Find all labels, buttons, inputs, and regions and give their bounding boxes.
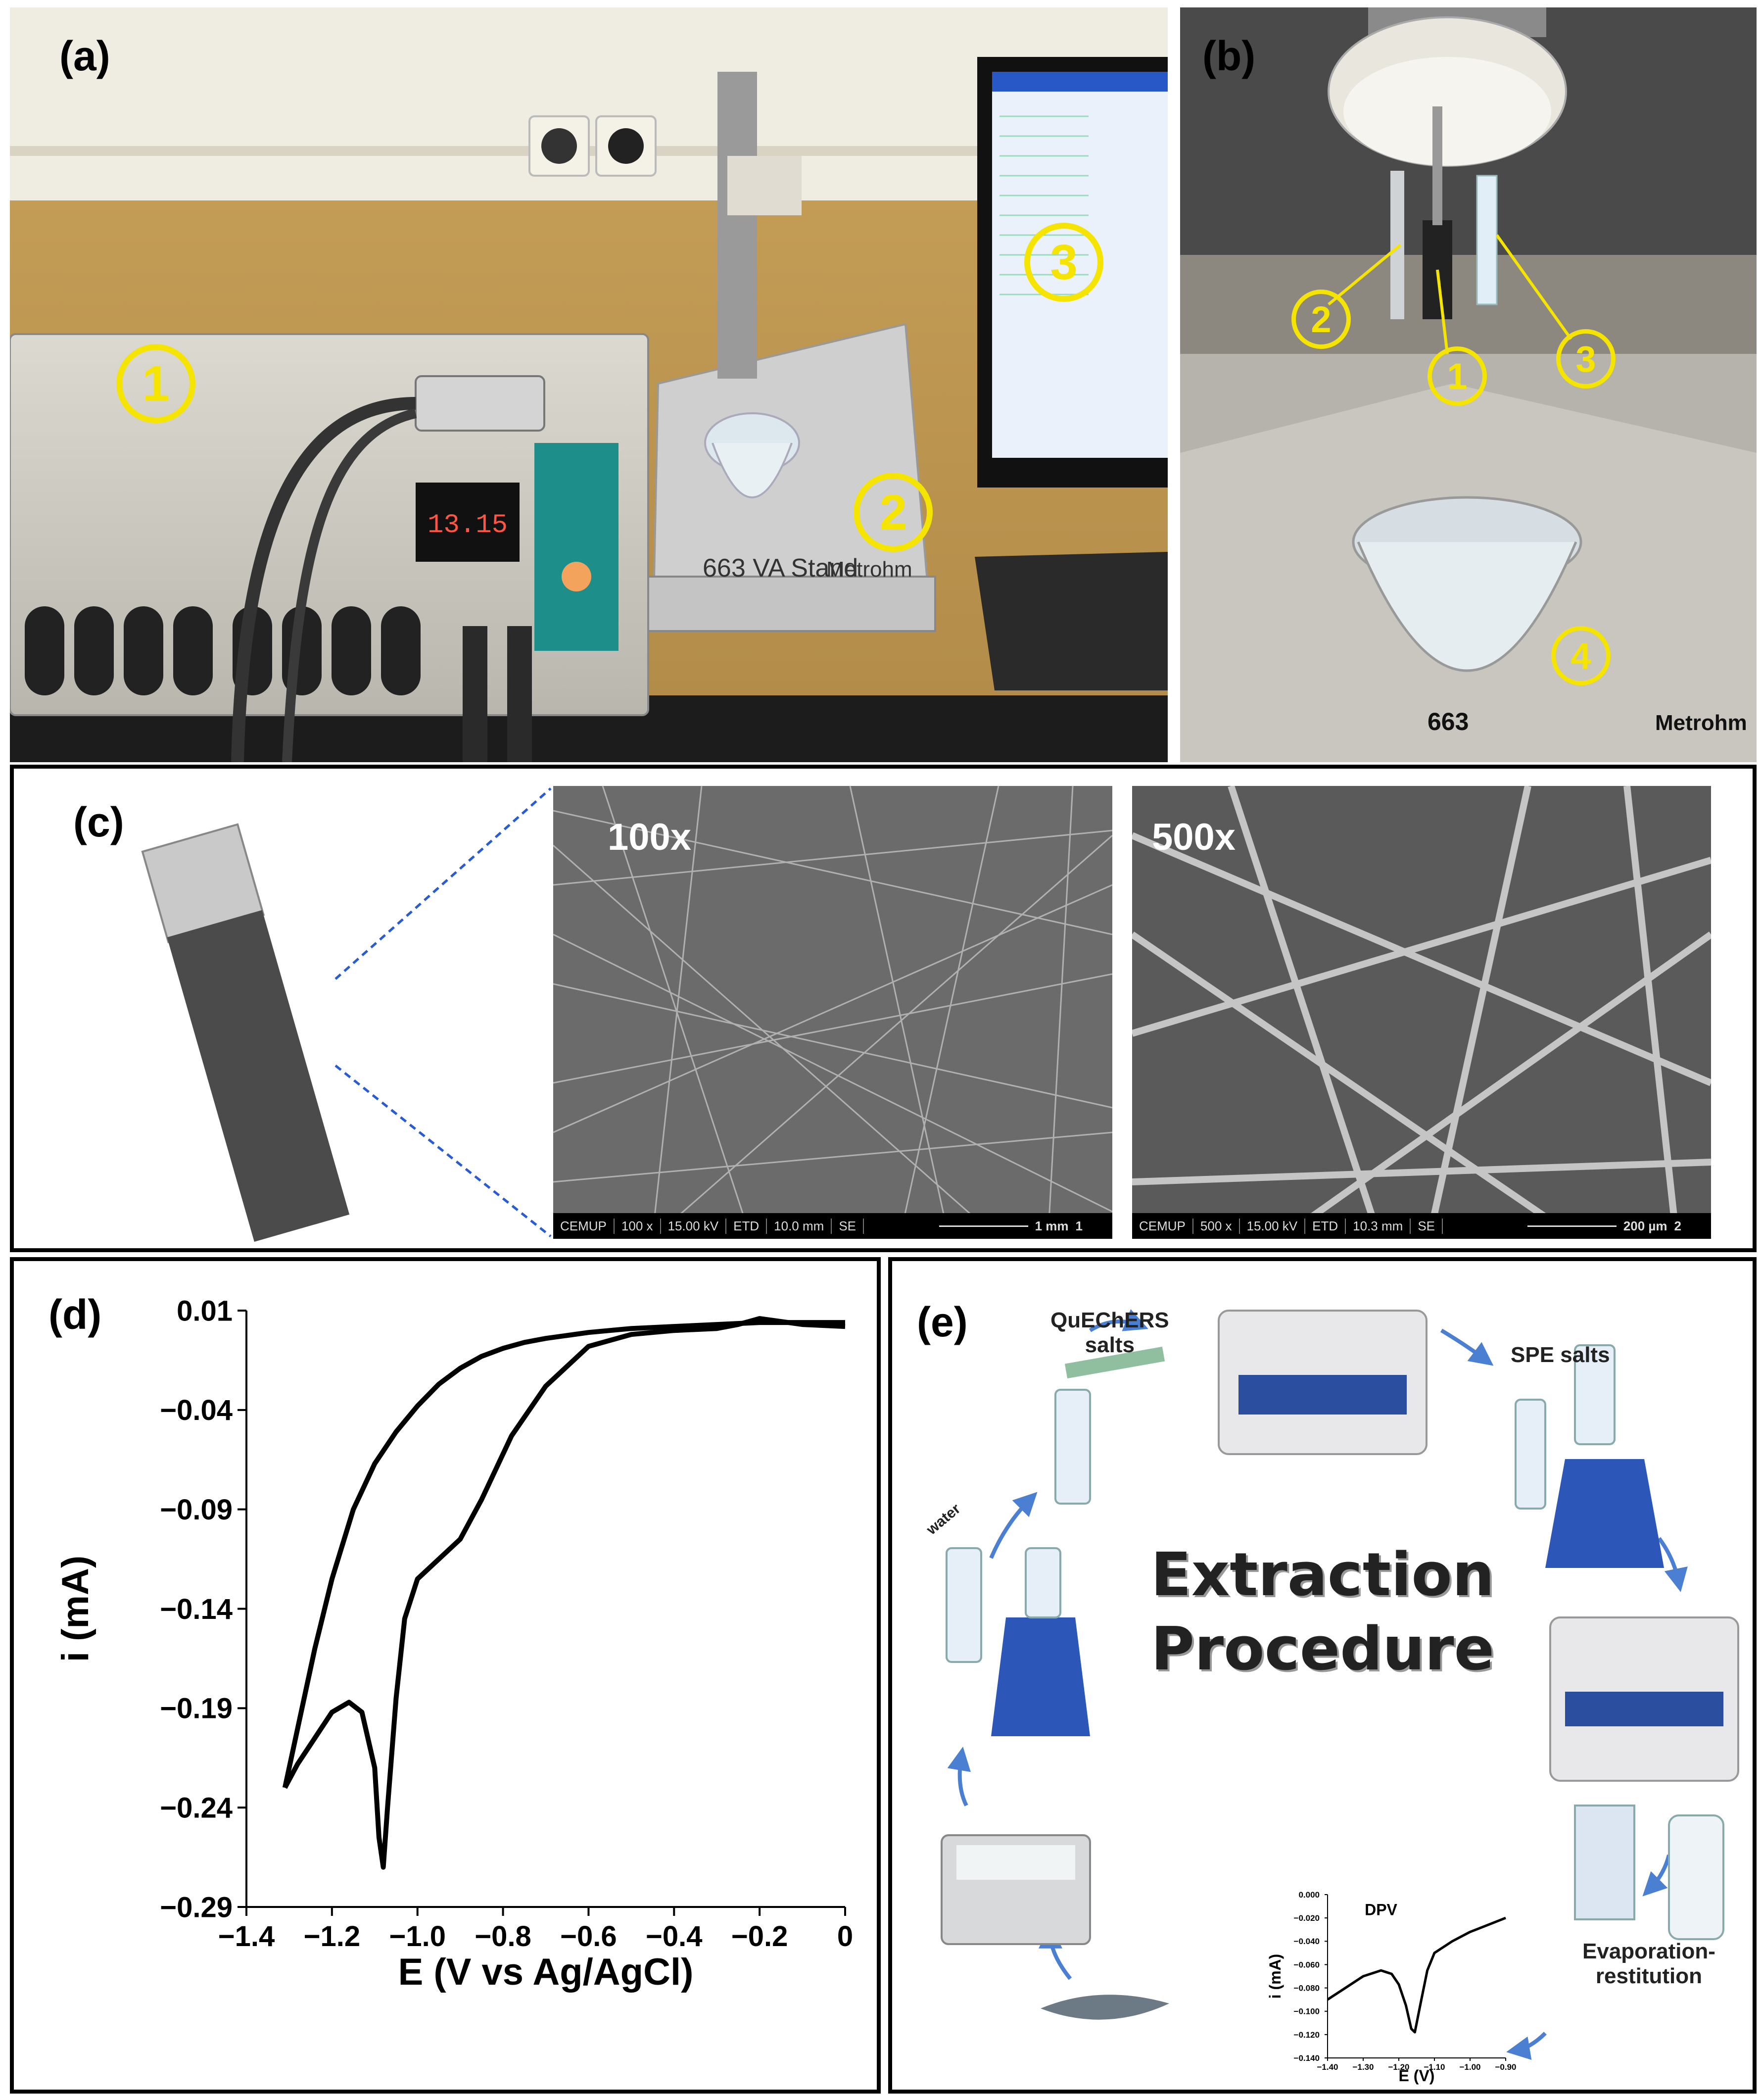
series-line [282, 1320, 845, 1789]
brand-label-b: Metrohm [1655, 711, 1747, 735]
y-tick-label: −0.040 [1294, 1937, 1320, 1946]
panel-a-photo: 13.15 663 VA Stand Metrohm [10, 7, 1168, 762]
stand-number: 663 [1428, 708, 1469, 735]
x-axis-label: E (V) [1399, 2067, 1435, 2085]
databar-item: CEMUP [553, 1218, 615, 1234]
x-axis-label: E (V vs Ag/AgCl) [398, 1951, 694, 1993]
spe-salts-label: SPE salts [1511, 1343, 1610, 1367]
panel-c: (c) 100x CEMUP 100 x 15.00 kV [10, 765, 1757, 1252]
callout-b-4: 4 [1551, 626, 1611, 685]
mag-label-500x: 500x [1152, 816, 1236, 858]
y-tick-label: 0.000 [1298, 1890, 1320, 1900]
callout-2: 2 [854, 473, 933, 552]
y-tick-label: −0.19 [160, 1693, 233, 1725]
x-tick-label: −1.10 [1424, 2062, 1445, 2072]
mag-label-100x: 100x [608, 816, 692, 858]
electrode-strip-illustration [141, 787, 552, 1242]
y-tick-label: −0.020 [1294, 1913, 1320, 1923]
x-tick-label: −0.2 [731, 1920, 788, 1953]
x-tick-label: −0.8 [475, 1920, 531, 1953]
scale-label: 1 mm [1035, 1218, 1069, 1233]
series-line [1327, 1916, 1506, 2034]
extraction-procedure-illustration: 0.000 −0.020 −0.040 −0.060 −0.080 −0.100 −0.12… [941, 1309, 1739, 2085]
y-tick-label: −0.14 [160, 1593, 233, 1625]
chart-title: DPV [1365, 1901, 1397, 1919]
callout-1: 1 [116, 344, 195, 423]
panel-d: (d) 0.01−0.04−0.09−0.14−0.19−0.24−0.29−1… [10, 1257, 881, 2094]
x-tick-label: −1.20 [1388, 2062, 1409, 2072]
title-line-1: Extraction [1150, 1541, 1495, 1610]
display-readout: 13.15 [428, 510, 508, 540]
series-line [283, 1316, 846, 1870]
y-tick-label: −0.120 [1294, 2030, 1320, 2040]
sem-image-100x: 100x CEMUP 100 x 15.00 kV ETD 10.0 mm SE… [553, 786, 1112, 1239]
image-index: 1 [1075, 1218, 1083, 1233]
panel-b-photo: 663 Metrohm 2 1 3 4 (b) [1180, 7, 1757, 762]
lab-setup-illustration: 13.15 663 VA Stand Metrohm [10, 7, 1168, 762]
callout-b-2: 2 [1291, 290, 1351, 349]
y-axis-label: i (mA) [1266, 1954, 1284, 1999]
panel-c-label: (c) [73, 799, 124, 845]
quechers-salts-label: QuEChERS salts [1050, 1308, 1169, 1357]
y-tick-label: −0.09 [160, 1494, 233, 1526]
databar-item: 10.3 mm [1346, 1218, 1411, 1234]
y-axis-label: i (mA) [54, 1556, 96, 1662]
x-tick-label: −1.2 [304, 1920, 361, 1953]
x-tick-label: −1.00 [1459, 2062, 1480, 2072]
x-tick-label: −0.4 [646, 1920, 703, 1953]
panel-e-label: (e) [917, 1299, 968, 1345]
y-tick-label: −0.24 [160, 1792, 233, 1824]
y-tick-label: −0.140 [1294, 2053, 1320, 2063]
databar-item: 15.00 kV [1240, 1218, 1306, 1234]
sem-databar-500x: CEMUP 500 x 15.00 kV ETD 10.3 mm SE 200 … [1132, 1213, 1711, 1239]
x-tick-label: −0.90 [1495, 2062, 1516, 2072]
image-index: 2 [1674, 1218, 1681, 1233]
x-tick-label: −1.40 [1317, 2062, 1338, 2072]
databar-item: 15.00 kV [661, 1218, 727, 1234]
scale-label: 200 µm [1623, 1218, 1667, 1233]
sem-image-500x: 500x CEMUP 500 x 15.00 kV ETD 10.3 mm SE… [1132, 786, 1711, 1239]
brand-label: Metrohm [826, 557, 912, 582]
callout-3: 3 [1024, 223, 1103, 302]
extraction-procedure-title: Extraction Procedure [1149, 1538, 1496, 1687]
x-tick-label: 0 [837, 1920, 853, 1953]
evaporation-restitution-label: Evaporation- restitution [1582, 1939, 1715, 1988]
callout-b-3: 3 [1556, 329, 1616, 389]
callout-b-1: 1 [1428, 346, 1487, 406]
scale-bar: 1 mm 1 [932, 1219, 1112, 1234]
x-tick-label: −1.0 [389, 1920, 446, 1953]
stand-label: 663 VA Stand [703, 554, 858, 583]
databar-item: SE [832, 1218, 864, 1234]
y-tick-label: −0.04 [160, 1394, 233, 1426]
databar-item: SE [1411, 1218, 1443, 1234]
scale-bar: 200 µm 2 [1521, 1219, 1711, 1234]
x-tick-label: −0.6 [560, 1920, 617, 1953]
y-tick-label: −0.080 [1294, 1984, 1320, 1993]
cyclic-voltammogram-chart: 0.01 −0.04 −0.09 −0.14 −0.19 −0.24 −0.29−1.4 −1… [54, 1295, 853, 1993]
databar-item: 10.0 mm [767, 1218, 832, 1234]
databar-item: 500 x [1193, 1218, 1240, 1234]
sem-databar-100x: CEMUP 100 x 15.00 kV ETD 10.0 mm SE 1 mm… [553, 1213, 1112, 1239]
y-tick-label: −0.060 [1294, 1960, 1320, 1969]
dpv-inset-chart: 0.000 −0.020 −0.040 −0.060 −0.080 −0.100 −0.12… [1266, 1890, 1517, 2085]
databar-item: CEMUP [1132, 1218, 1193, 1234]
y-tick-label: −0.100 [1294, 2007, 1320, 2016]
panel-a-label: (a) [59, 33, 110, 79]
databar-item: ETD [1305, 1218, 1346, 1234]
y-tick-label: −0.29 [160, 1891, 233, 1923]
fiber-texture-100x [553, 786, 1112, 1239]
databar-item: ETD [726, 1218, 767, 1234]
title-line-2: Procedure [1151, 1615, 1494, 1684]
x-tick-label: −1.4 [218, 1920, 275, 1953]
panel-e: (e) [888, 1257, 1757, 2094]
panel-d-label: (d) [48, 1291, 102, 1338]
panel-b-label: (b) [1202, 33, 1256, 79]
x-tick-label: −1.30 [1352, 2062, 1374, 2072]
y-tick-label: 0.01 [177, 1295, 233, 1327]
fiber-texture-500x [1132, 786, 1711, 1239]
databar-item: 100 x [615, 1218, 661, 1234]
